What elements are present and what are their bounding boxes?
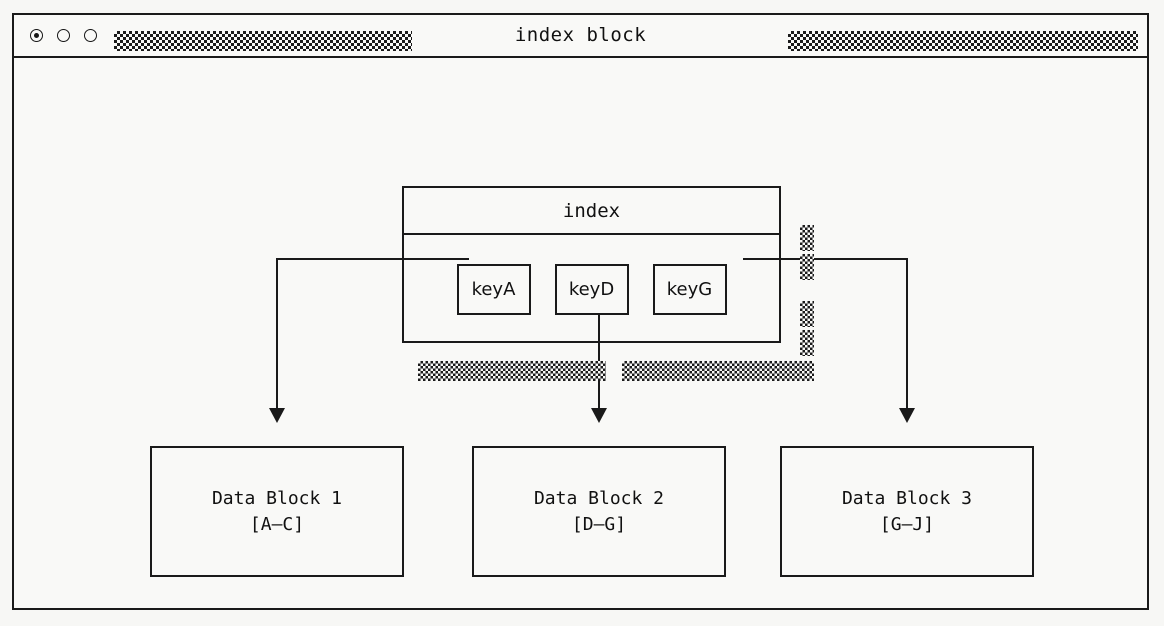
titlebar-texture-right-icon	[788, 31, 1138, 51]
titlebar-texture-left-icon	[114, 31, 412, 51]
app-window: index block index keyA keyD	[12, 13, 1149, 610]
key-box-keyd[interactable]: keyD	[554, 263, 629, 315]
key-box-keyg[interactable]: keyG	[652, 263, 727, 315]
index-key-row: keyA keyD keyG	[404, 235, 779, 343]
maximize-button[interactable]	[84, 29, 97, 42]
index-texture-chip-4-icon	[800, 330, 814, 356]
data-block-3-range: [G–J]	[879, 513, 935, 535]
index-texture-bar-right-icon	[622, 361, 814, 381]
arrowhead-keyg-icon	[899, 408, 915, 423]
index-texture-chip-3-icon	[800, 301, 814, 327]
index-texture-bar-left-icon	[418, 361, 606, 381]
index-block-header: index	[404, 188, 779, 235]
data-block-1-title: Data Block 1	[211, 487, 343, 509]
index-texture-chip-2-icon	[800, 254, 814, 280]
window-titlebar: index block	[14, 15, 1147, 58]
data-block-2: Data Block 2 [D–G]	[472, 446, 726, 577]
data-block-1-range: [A–C]	[249, 513, 305, 535]
data-block-2-title: Data Block 2	[533, 487, 665, 509]
data-block-2-range: [D–G]	[571, 513, 627, 535]
diagram-canvas: index keyA keyD keyG Data Block 1 [A–C] …	[14, 58, 1147, 608]
key-box-keya[interactable]: keyA	[456, 263, 531, 315]
arrowhead-keyd-icon	[591, 408, 607, 423]
data-block-3: Data Block 3 [G–J]	[780, 446, 1034, 577]
data-block-3-title: Data Block 3	[841, 487, 973, 509]
index-texture-chip-1-icon	[800, 225, 814, 251]
arrowhead-keya-icon	[269, 408, 285, 423]
minimize-button[interactable]	[57, 29, 70, 42]
index-block: index keyA keyD keyG	[402, 186, 781, 343]
window-controls	[30, 15, 97, 56]
close-button[interactable]	[30, 29, 43, 42]
data-block-1: Data Block 1 [A–C]	[150, 446, 404, 577]
